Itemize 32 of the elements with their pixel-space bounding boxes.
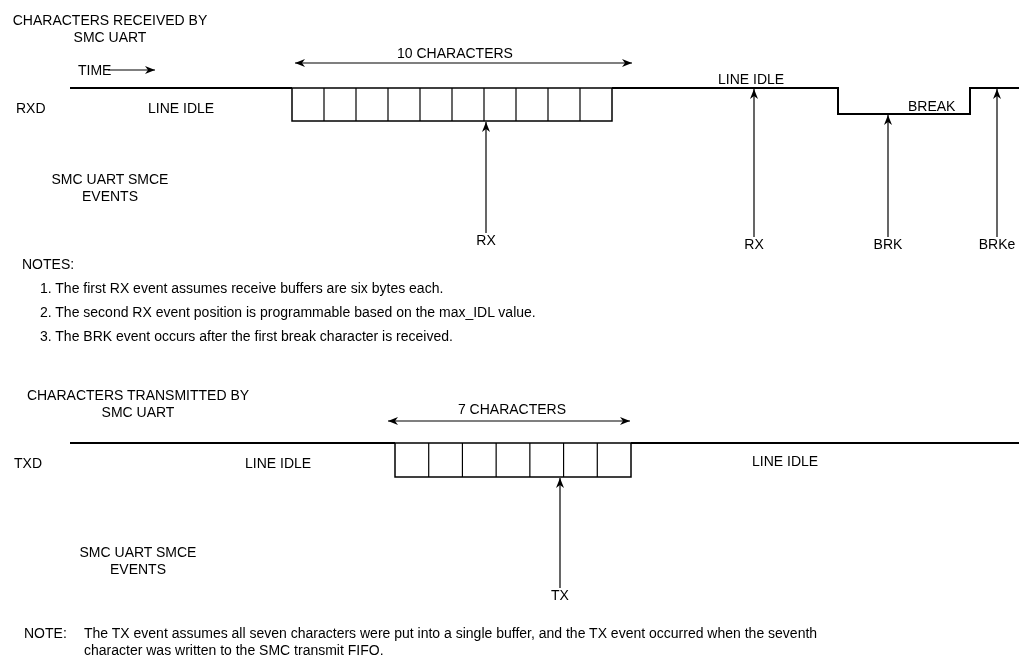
event-label: TX (551, 587, 569, 604)
note-text: The TX event assumes all seven characters were put into a single buffer, and the TX event occurred when the seventh character was written to the SMC transmit FIFO. (84, 625, 819, 658)
dimension-label: 7 CHARACTERS (457, 401, 567, 418)
state-label: LINE IDLE (752, 453, 819, 470)
waveform-drawing (69, 442, 1019, 478)
state-label: LINE IDLE (718, 71, 785, 88)
event-label: RX (744, 236, 764, 253)
note-text: 1. The first RX event assumes receive buffers are six bytes each. (40, 280, 444, 297)
note-text: 2. The second RX event position is programmable based on the max_IDL value. (40, 304, 536, 321)
axis-label: TIME (78, 62, 112, 79)
signal-title: CHARACTERS TRANSMITTED BY SMC UART (25, 387, 251, 421)
notes-heading: NOTE: (24, 625, 67, 642)
row-title: SMC UART SMCE EVENTS (78, 544, 198, 578)
signal-label: RXD (16, 100, 46, 117)
signal-label: TXD (14, 455, 42, 472)
event-arrow (750, 88, 758, 238)
notes-heading: NOTES: (22, 256, 75, 273)
note-text: 3. The BRK event occurs after the first break character is received. (40, 328, 453, 345)
event-arrow (556, 477, 564, 589)
state-label: LINE IDLE (148, 100, 215, 117)
event-arrow (482, 121, 490, 234)
event-arrow (993, 88, 1001, 238)
event-label: BRK (873, 236, 903, 253)
event-label: BRKe (978, 236, 1016, 253)
signal-title: CHARACTERS RECEIVED BY SMC UART (11, 12, 209, 46)
row-title: SMC UART SMCE EVENTS (50, 171, 170, 205)
waveform-drawing (69, 87, 1019, 122)
state-label: LINE IDLE (245, 455, 312, 472)
event-label: RX (476, 232, 496, 249)
state-label: BREAK (908, 98, 956, 115)
dimension-label: 10 CHARACTERS (397, 45, 513, 62)
event-arrow (884, 114, 892, 238)
